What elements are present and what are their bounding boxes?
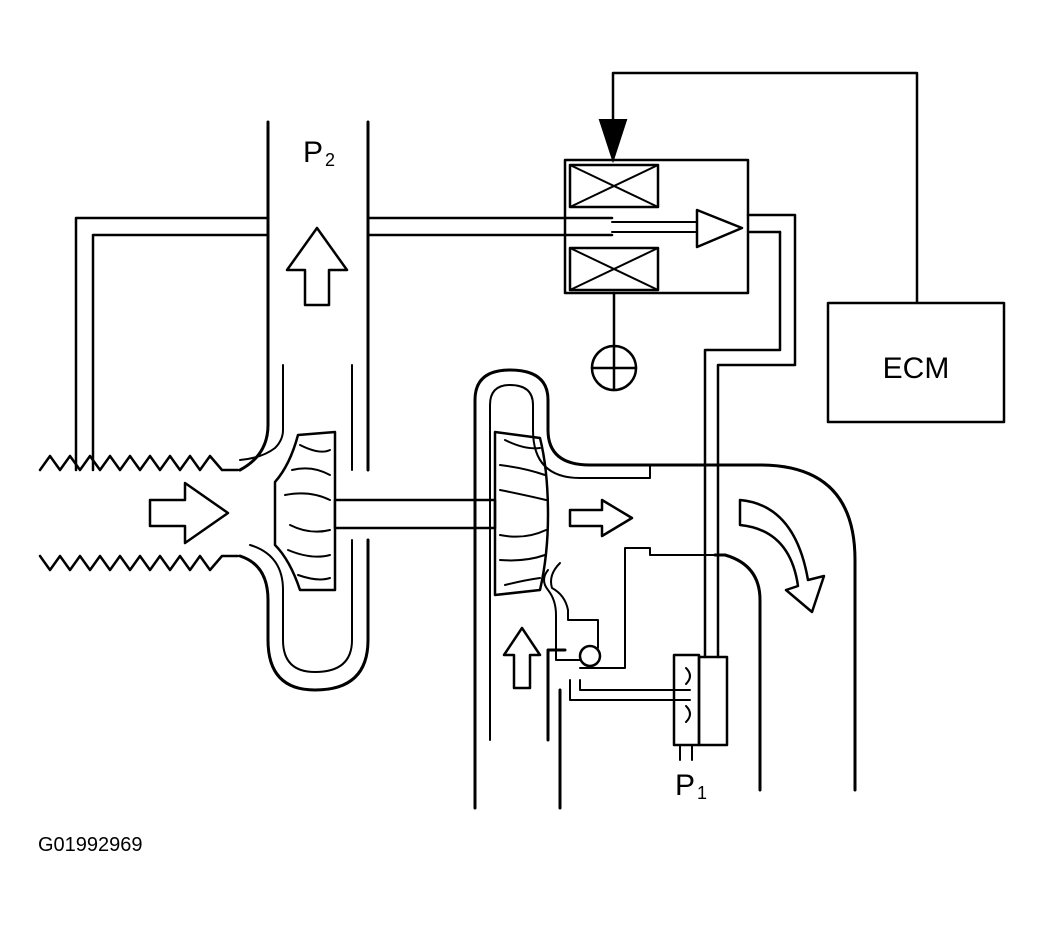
exhaust-outlet-pipe xyxy=(713,463,857,792)
compressor-wheel xyxy=(273,430,337,592)
wastegate-valve xyxy=(578,644,602,668)
solenoid-coil-bottom xyxy=(568,246,660,292)
intake-bottom-break xyxy=(38,554,240,572)
p2-label-main: P xyxy=(303,136,323,169)
turbine-housing xyxy=(473,368,717,810)
intake-flow-arrow xyxy=(148,481,230,545)
turbine-outflow-arrow xyxy=(568,498,634,538)
intake-top-break xyxy=(38,454,240,472)
p2-label-sub: 2 xyxy=(325,150,335,170)
compressor-housing xyxy=(238,120,370,692)
wastegate xyxy=(543,547,716,701)
solenoid-plunger xyxy=(695,208,744,249)
ecm-signal-wire xyxy=(598,71,919,304)
turbo-shaft xyxy=(333,498,497,530)
intake-pipe xyxy=(38,454,240,572)
ecm-label: ECM xyxy=(883,352,950,385)
boost-pressure-line xyxy=(74,216,614,472)
p1-label-main: P xyxy=(675,769,695,802)
p1-label-sub: 1 xyxy=(697,783,707,803)
boost-control-solenoid xyxy=(563,158,750,392)
exhaust-outflow-curved-arrow xyxy=(738,498,826,614)
wastegate-actuator xyxy=(672,213,797,761)
ecm-module: ECM xyxy=(826,301,1006,424)
turbine-wheel xyxy=(493,430,550,597)
exhaust-inflow-arrow xyxy=(502,626,542,690)
figure-id: G01992969 xyxy=(38,834,143,856)
boost-flow-up-arrow xyxy=(285,226,349,307)
solenoid-coil-top xyxy=(568,163,660,209)
